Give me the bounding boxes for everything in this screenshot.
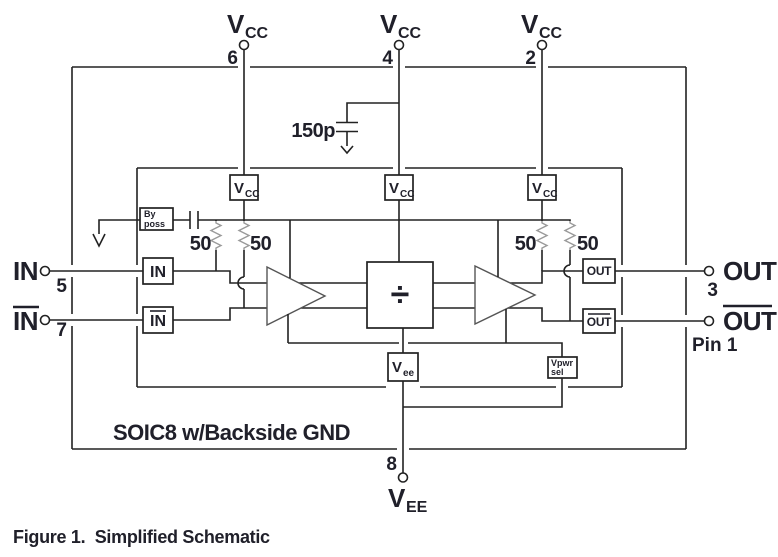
vee-block: [387, 352, 419, 382]
inner-die-outline: [136, 167, 623, 388]
svg-text:CC: CC: [245, 189, 259, 200]
in-block: [142, 257, 174, 285]
input-buffer-triangle: [266, 265, 327, 327]
resistor-stub-wires: [215, 220, 571, 321]
pin6-number: 6: [227, 48, 238, 69]
bias-and-vee-wires: [287, 220, 563, 473]
pin2-number: 2: [525, 48, 536, 69]
in-block-label: IN: [150, 264, 166, 281]
resistor-icon-1: [209, 221, 223, 250]
in-bar-block-label: IN: [150, 313, 166, 330]
filter-ground-arrow-icon: [340, 145, 354, 155]
pin-terminals: [39, 39, 715, 483]
termination-resistors: [209, 220, 577, 321]
divider-symbol: ÷: [391, 276, 410, 314]
pin6-terminal-icon: [238, 39, 250, 51]
pin8-number: 8: [386, 454, 397, 475]
pin4-number: 4: [382, 48, 393, 69]
svg-text:CC: CC: [400, 189, 414, 200]
figure-caption: Figure 1. Simplified Schematic: [13, 527, 270, 547]
bypass-rail-wire: [98, 219, 571, 234]
vee-label-pin8: V EE: [388, 483, 428, 516]
in-bar-terminal-label: IN: [13, 306, 38, 336]
vpwr-sel-label-line2: sel: [551, 367, 564, 377]
in-terminal-label: IN: [13, 256, 38, 286]
pin4-terminal-icon: [393, 39, 405, 51]
coupling-capacitor-icon: [189, 211, 199, 229]
resistor3-value-label: 50: [515, 233, 537, 255]
svg-text:V: V: [389, 180, 399, 197]
divider-block: [366, 261, 434, 329]
pin8-terminal-icon: [397, 472, 409, 483]
resistor4-value-label: 50: [577, 233, 599, 255]
vcc-label-pin4: V CC: [380, 9, 422, 42]
out-bar-block: [582, 308, 616, 334]
out-block: [582, 258, 616, 284]
pin3-terminal-icon: [703, 265, 715, 277]
wire-hop-icon-right: [563, 264, 571, 278]
bypass-label-line1: By: [144, 209, 156, 219]
pin5-number: 5: [56, 276, 67, 297]
vee-block-label: V ee: [392, 359, 415, 379]
cap-value-label: 150p: [291, 120, 335, 142]
vcc-box-pin2: [527, 174, 557, 201]
svg-text:EE: EE: [406, 499, 428, 516]
wire-hop-icon-left: [237, 276, 245, 290]
svg-text:CC: CC: [539, 25, 563, 42]
vcc-box-pin2-label: V CC: [532, 180, 557, 200]
vcc-label-pin2: V CC: [521, 9, 563, 42]
out-terminal-label: OUT: [723, 256, 777, 286]
pin1-label: Pin 1: [692, 335, 738, 356]
svg-text:CC: CC: [245, 25, 269, 42]
svg-text:V: V: [532, 180, 542, 197]
bypass-label-line2: poss: [144, 219, 165, 229]
pin2-terminal-icon: [536, 39, 548, 51]
vcc-pin-wires: [243, 49, 543, 262]
bypass-block: [139, 207, 174, 231]
bypass-network: [92, 211, 571, 248]
output-buffer-triangle: [474, 264, 537, 326]
out-bar-terminal-label: OUT: [723, 306, 777, 336]
pin3-number: 3: [707, 280, 718, 301]
svg-text:V: V: [227, 9, 245, 39]
vcc-box-pin4-label: V CC: [389, 180, 414, 200]
svg-text:V: V: [380, 9, 398, 39]
vpwr-sel-block: [547, 356, 578, 379]
resistor-icon-3: [535, 221, 549, 250]
svg-text:ee: ee: [403, 368, 415, 379]
resistor-icon-4: [563, 221, 577, 250]
vcc-box-pin6-label: V CC: [234, 180, 259, 200]
vcc-box-pin6: [229, 174, 259, 201]
pin7-number: 7: [56, 320, 67, 341]
vpwr-sel-label-line1: Vpwr: [551, 358, 574, 368]
svg-text:V: V: [521, 9, 539, 39]
out-block-label: OUT: [587, 264, 612, 278]
vcc-label-pin6: V CC: [227, 9, 269, 42]
pin5-terminal-icon: [39, 265, 51, 277]
resistor-icon-2: [237, 221, 251, 250]
resistor1-value-label: 50: [190, 233, 212, 255]
ground-arrow-icon: [92, 233, 106, 248]
outer-package-outline: [71, 66, 687, 450]
svg-text:V: V: [392, 359, 402, 376]
svg-text:CC: CC: [398, 25, 422, 42]
svg-text:V: V: [388, 483, 406, 513]
svg-text:V: V: [234, 180, 244, 197]
filter-cap-wires: [336, 102, 399, 146]
svg-text:CC: CC: [543, 189, 557, 200]
package-label: SOIC8 w/Backside GND: [113, 420, 350, 445]
pin7-terminal-icon: [39, 314, 51, 326]
vcc-box-pin4: [384, 174, 414, 201]
out-bar-block-label: OUT: [587, 315, 612, 329]
pin1-terminal-icon: [703, 315, 715, 327]
resistor2-value-label: 50: [250, 233, 272, 255]
supply-filter-cap: [336, 102, 399, 155]
